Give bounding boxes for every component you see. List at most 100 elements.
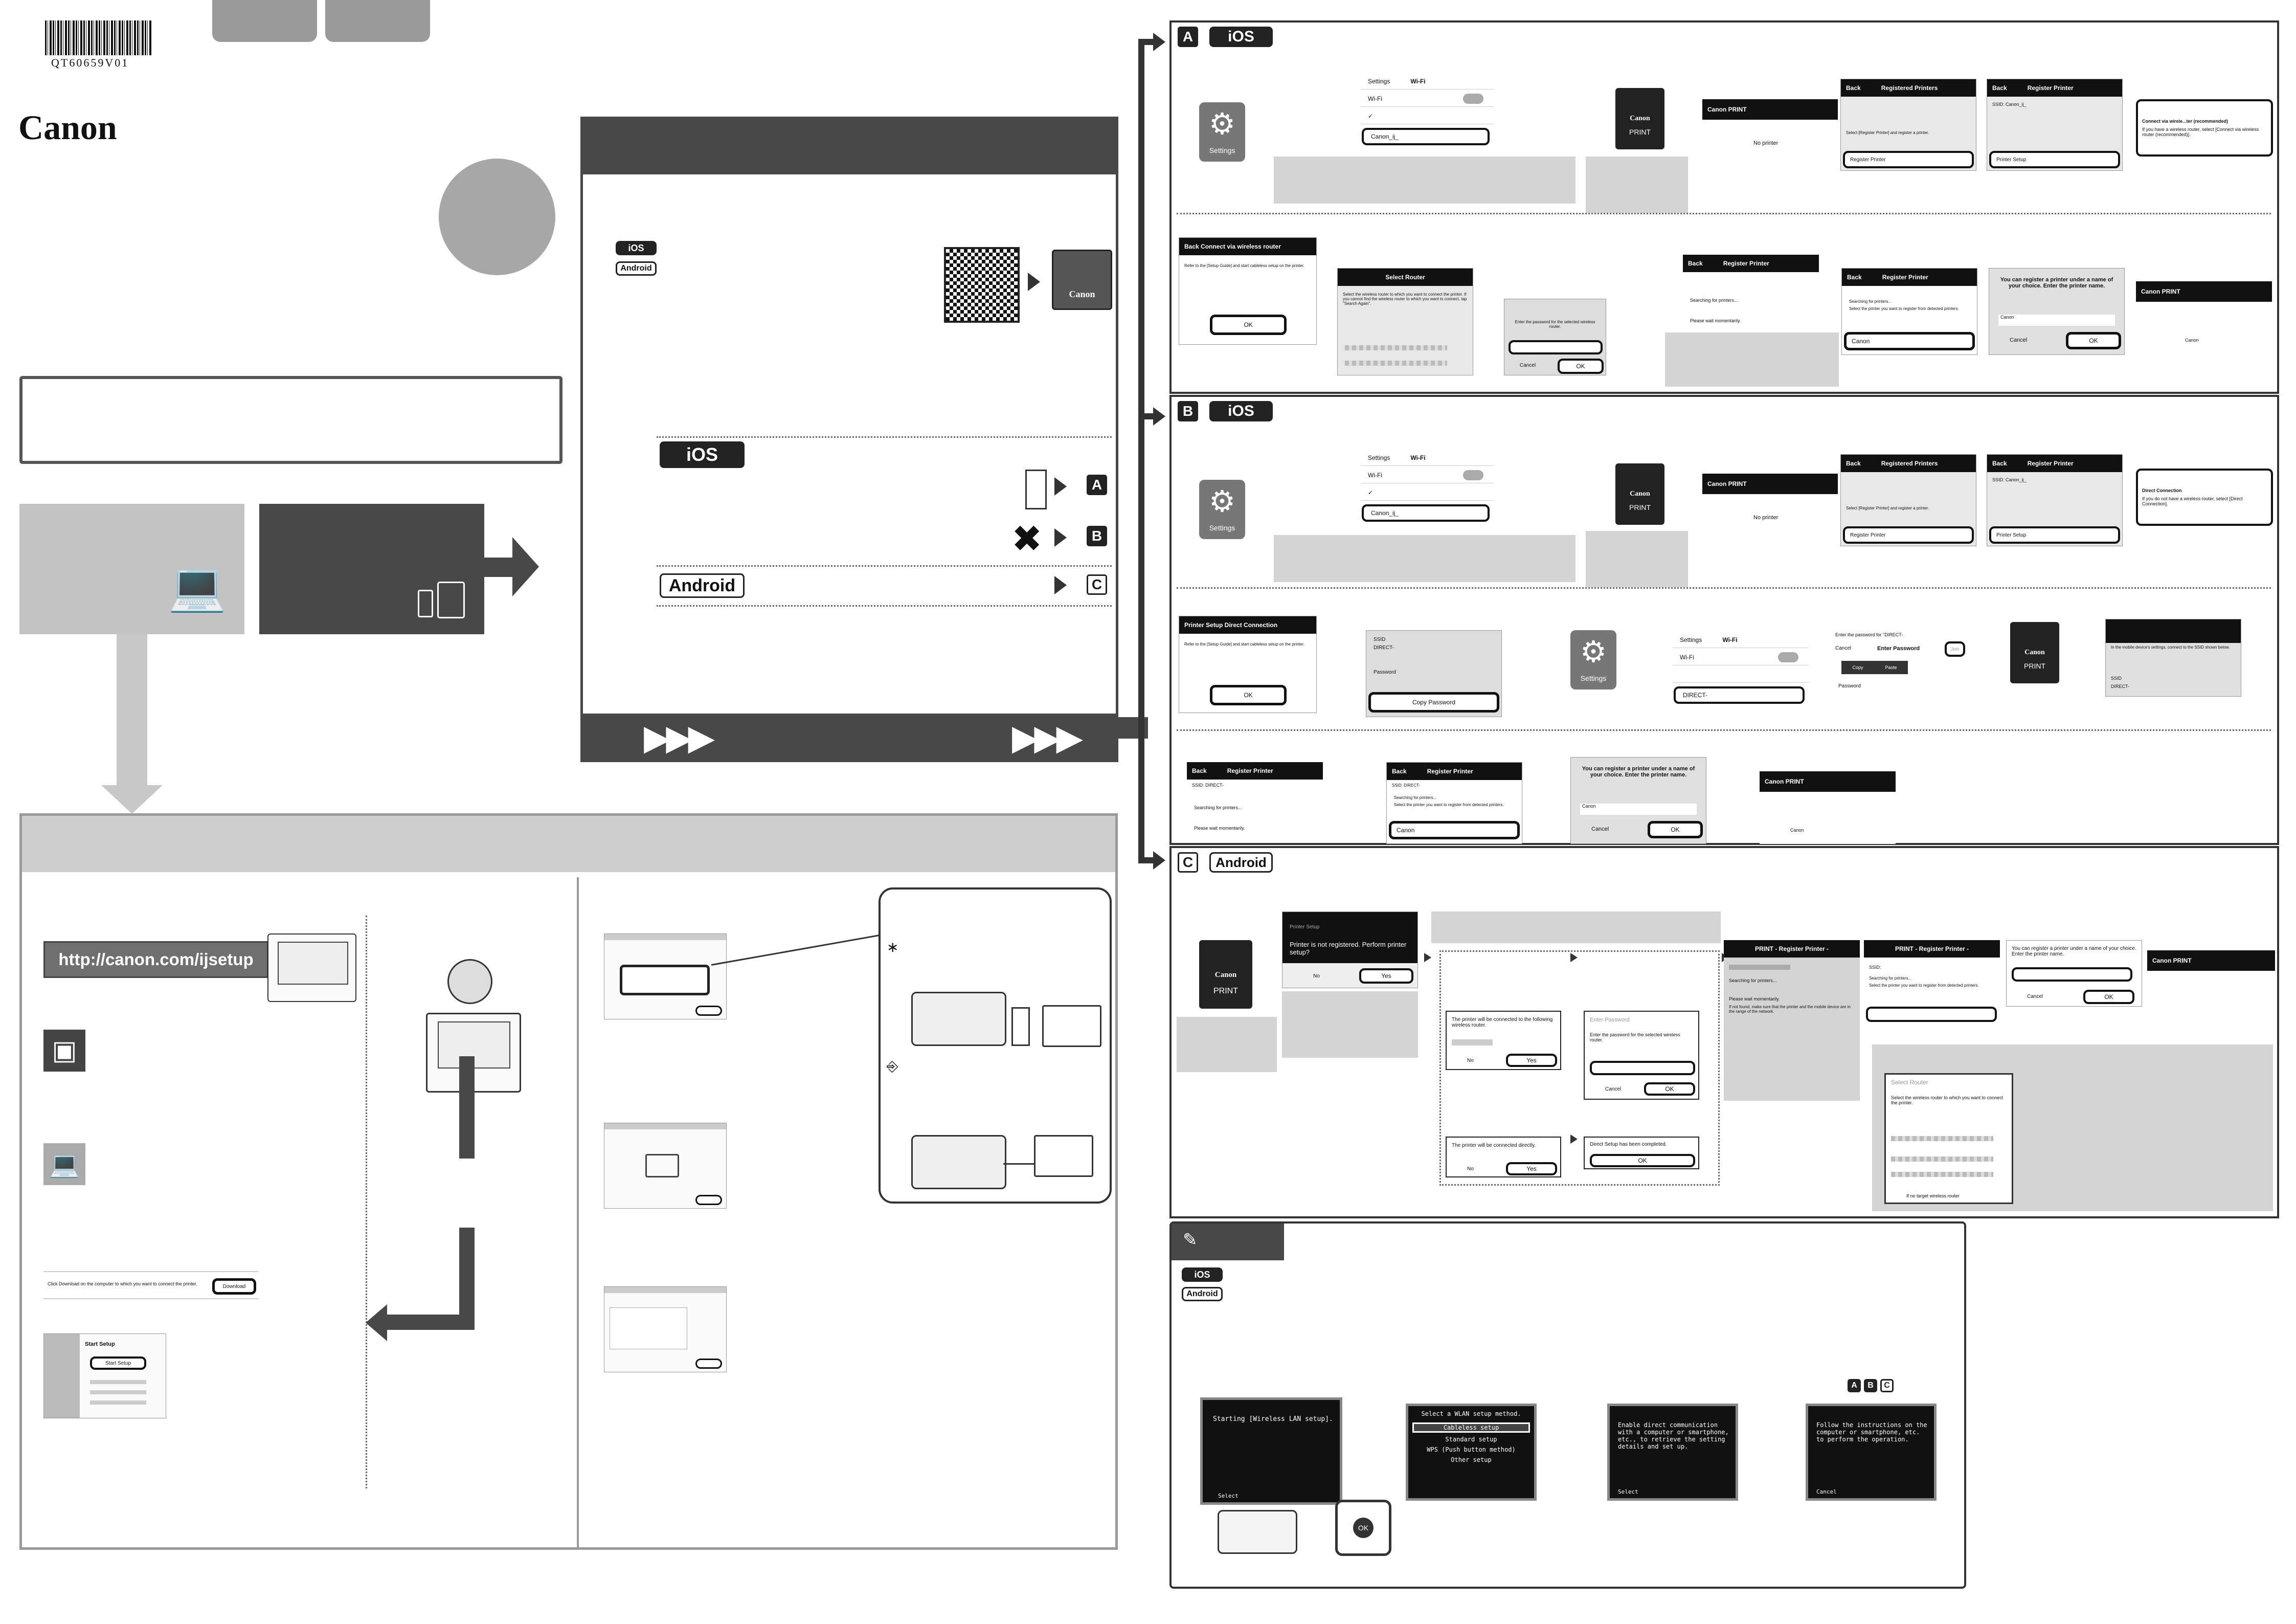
direct-connection-option[interactable]: Direct Connection If you do not have a w… — [2136, 469, 2273, 526]
printer-setup-button-b[interactable]: Printer Setup — [1989, 526, 2120, 544]
ok-button-a1[interactable]: OK — [1210, 315, 1287, 335]
cancel-a1[interactable]: Cancel — [1520, 363, 1536, 368]
cancel-a2[interactable]: Cancel — [2010, 337, 2028, 343]
laptop-typing-icon — [267, 933, 356, 1002]
start-setup-button[interactable]: Start Setup — [90, 1356, 146, 1370]
ok-button-a2[interactable]: OK — [1558, 359, 1604, 374]
cancel-c1[interactable]: Cancel — [1605, 1086, 1622, 1092]
no-button-c2[interactable]: No — [1467, 1058, 1474, 1063]
url-bar[interactable]: http://canon.com/ijsetup — [43, 941, 268, 978]
computer-option[interactable]: 💻 — [19, 504, 244, 634]
usb-icon: ⎆ — [887, 1058, 898, 1074]
smartphone-option[interactable] — [259, 504, 484, 634]
join-button[interactable]: Join — [1945, 641, 1965, 657]
direct-network-row[interactable]: DIRECT- — [1674, 686, 1805, 704]
canon-print-app-icon[interactable]: Canon — [1052, 250, 1112, 310]
next-button-2[interactable] — [695, 1195, 722, 1205]
arrow-down-computer — [117, 634, 147, 788]
canon-network-row[interactable]: Canon_ij_ — [1362, 128, 1490, 145]
printer-name-field-a[interactable]: Canon — [1998, 315, 2115, 326]
ok-button-a3[interactable]: OK — [2066, 332, 2121, 349]
wlan-option-2[interactable]: WPS (Push button method) — [1427, 1446, 1516, 1453]
canon-print-icon-c[interactable]: Canon PRINT — [1199, 940, 1252, 1009]
settings-app-icon-b[interactable]: ⚙Settings — [1199, 480, 1245, 539]
yes-button-c2[interactable]: Yes — [1506, 1054, 1557, 1067]
password-input-c[interactable] — [1590, 1061, 1695, 1075]
section-a-ios-tag: iOS — [1209, 27, 1273, 47]
yes-button-c3[interactable]: Yes — [1506, 1162, 1557, 1175]
ok-button-c2[interactable]: OK — [1590, 1154, 1695, 1167]
wifi-toggle[interactable] — [1463, 94, 1483, 104]
ok-button-b1[interactable]: OK — [1210, 685, 1287, 705]
printer-name-field-c[interactable] — [2012, 967, 2132, 982]
yes-button-c1[interactable]: Yes — [1359, 968, 1413, 984]
document-code: QT60659V01 — [51, 56, 129, 69]
canon-network-row-b[interactable]: Canon_ij_ — [1362, 504, 1490, 522]
android-tag: Android — [660, 573, 745, 598]
settings-app-icon[interactable]: ⚙Settings — [1199, 102, 1245, 162]
printer-setup-button-a[interactable]: Printer Setup — [1989, 151, 2120, 168]
next-button-1[interactable] — [695, 1006, 722, 1016]
wlan-option-1[interactable]: Standard setup — [1445, 1436, 1497, 1443]
android-tag-small: Android — [616, 261, 657, 276]
router-password-dialog: Enter the password for the selected wire… — [1504, 299, 1606, 375]
next-button-3[interactable] — [695, 1359, 722, 1369]
printer-item-b[interactable]: Canon — [1389, 821, 1520, 839]
letter-c[interactable]: C — [1087, 574, 1107, 595]
start-setup-screenshot: Start Setup Start Setup — [43, 1333, 166, 1418]
connect-via-router-option[interactable]: Connect via wirele...ter (recommended) I… — [2136, 99, 2273, 157]
copy-password-button[interactable]: Copy Password — [1368, 692, 1499, 713]
note-box-a2 — [1586, 157, 1688, 213]
ok-button-c1[interactable]: OK — [1644, 1082, 1695, 1096]
printer-item-a[interactable]: Canon — [1844, 332, 1975, 350]
cancel-b1[interactable]: Cancel — [1835, 646, 1852, 651]
wifi-back[interactable]: Settings — [1368, 78, 1390, 85]
cancel-c2[interactable]: Cancel — [2027, 994, 2043, 999]
canon-print-icon-b[interactable]: Canon PRINT — [1615, 463, 1664, 525]
wifi-toggle-b[interactable] — [1463, 470, 1483, 480]
lcd-screen-1: Starting [Wireless LAN setup]. Select — [1200, 1397, 1342, 1505]
note-android-tag: Android — [1182, 1287, 1223, 1301]
ok-button-b2[interactable]: OK — [1648, 821, 1703, 838]
wlan-option-3[interactable]: Other setup — [1451, 1456, 1492, 1463]
laptop-wireless-illustration — [1042, 1005, 1101, 1047]
register-printer-button-a[interactable]: Register Printer — [1843, 151, 1974, 168]
wifi-toggle-b2[interactable] — [1778, 652, 1798, 662]
cancel-b2[interactable]: Cancel — [1591, 826, 1609, 832]
qr-code — [944, 247, 1020, 323]
canon-print-icon-a[interactable]: Canon PRINT — [1615, 88, 1664, 149]
settings-app-icon-b2[interactable]: ⚙Settings — [1570, 630, 1616, 689]
print-select-android: PRINT - Register Printer - SSID: Searchi… — [1864, 940, 2000, 1027]
no-target-router-link[interactable]: If no target wireless router — [1906, 1193, 1960, 1198]
select-router-android: Select Router Select the wireless router… — [1884, 1073, 2013, 1204]
printer-name-field-b[interactable]: Canon — [1580, 804, 1697, 815]
connection-options-highlight[interactable] — [620, 965, 710, 995]
letter-b[interactable]: B — [1087, 526, 1107, 546]
note-box-b2 — [1586, 531, 1688, 587]
connection-callout: ∗ ⎆ — [879, 887, 1112, 1204]
select-router-screen: Select Router Select the wireless router… — [1337, 268, 1473, 375]
divider-2 — [657, 565, 1112, 567]
ok-key[interactable]: OK — [1353, 1518, 1374, 1538]
printer-item-c[interactable] — [1866, 1007, 1997, 1022]
download-button[interactable]: Download — [212, 1278, 256, 1295]
qr-arrow — [1028, 273, 1040, 291]
letter-a[interactable]: A — [1087, 475, 1107, 495]
canon-print-home-b: Canon PRINT No printer — [1702, 474, 1838, 545]
canon-print-final-b: Canon PRINT Canon — [1760, 771, 1896, 844]
no-button-c3[interactable]: No — [1467, 1166, 1474, 1172]
control-pad[interactable]: OK — [1335, 1500, 1391, 1556]
footer-bar: ▶▶▶ ▶▶▶ — [583, 714, 1116, 760]
cd-rom-illustration — [427, 959, 493, 1005]
password-input-a[interactable] — [1509, 340, 1603, 354]
register-printer-button-b[interactable]: Register Printer — [1843, 526, 1974, 544]
ok-button-c3[interactable]: OK — [2083, 990, 2134, 1004]
ssid-password-screen: SSID DIRECT- Password Copy Password — [1366, 630, 1502, 717]
wlan-option-0[interactable]: Cableless setup — [1412, 1422, 1530, 1433]
smartphone-setup-section: iOS Android Canon iOS A ✖ B Android C ▶▶… — [580, 117, 1118, 762]
canon-print-icon-b2[interactable]: Canon PRINT — [2010, 622, 2059, 683]
no-button-c1[interactable]: No — [1313, 973, 1320, 979]
